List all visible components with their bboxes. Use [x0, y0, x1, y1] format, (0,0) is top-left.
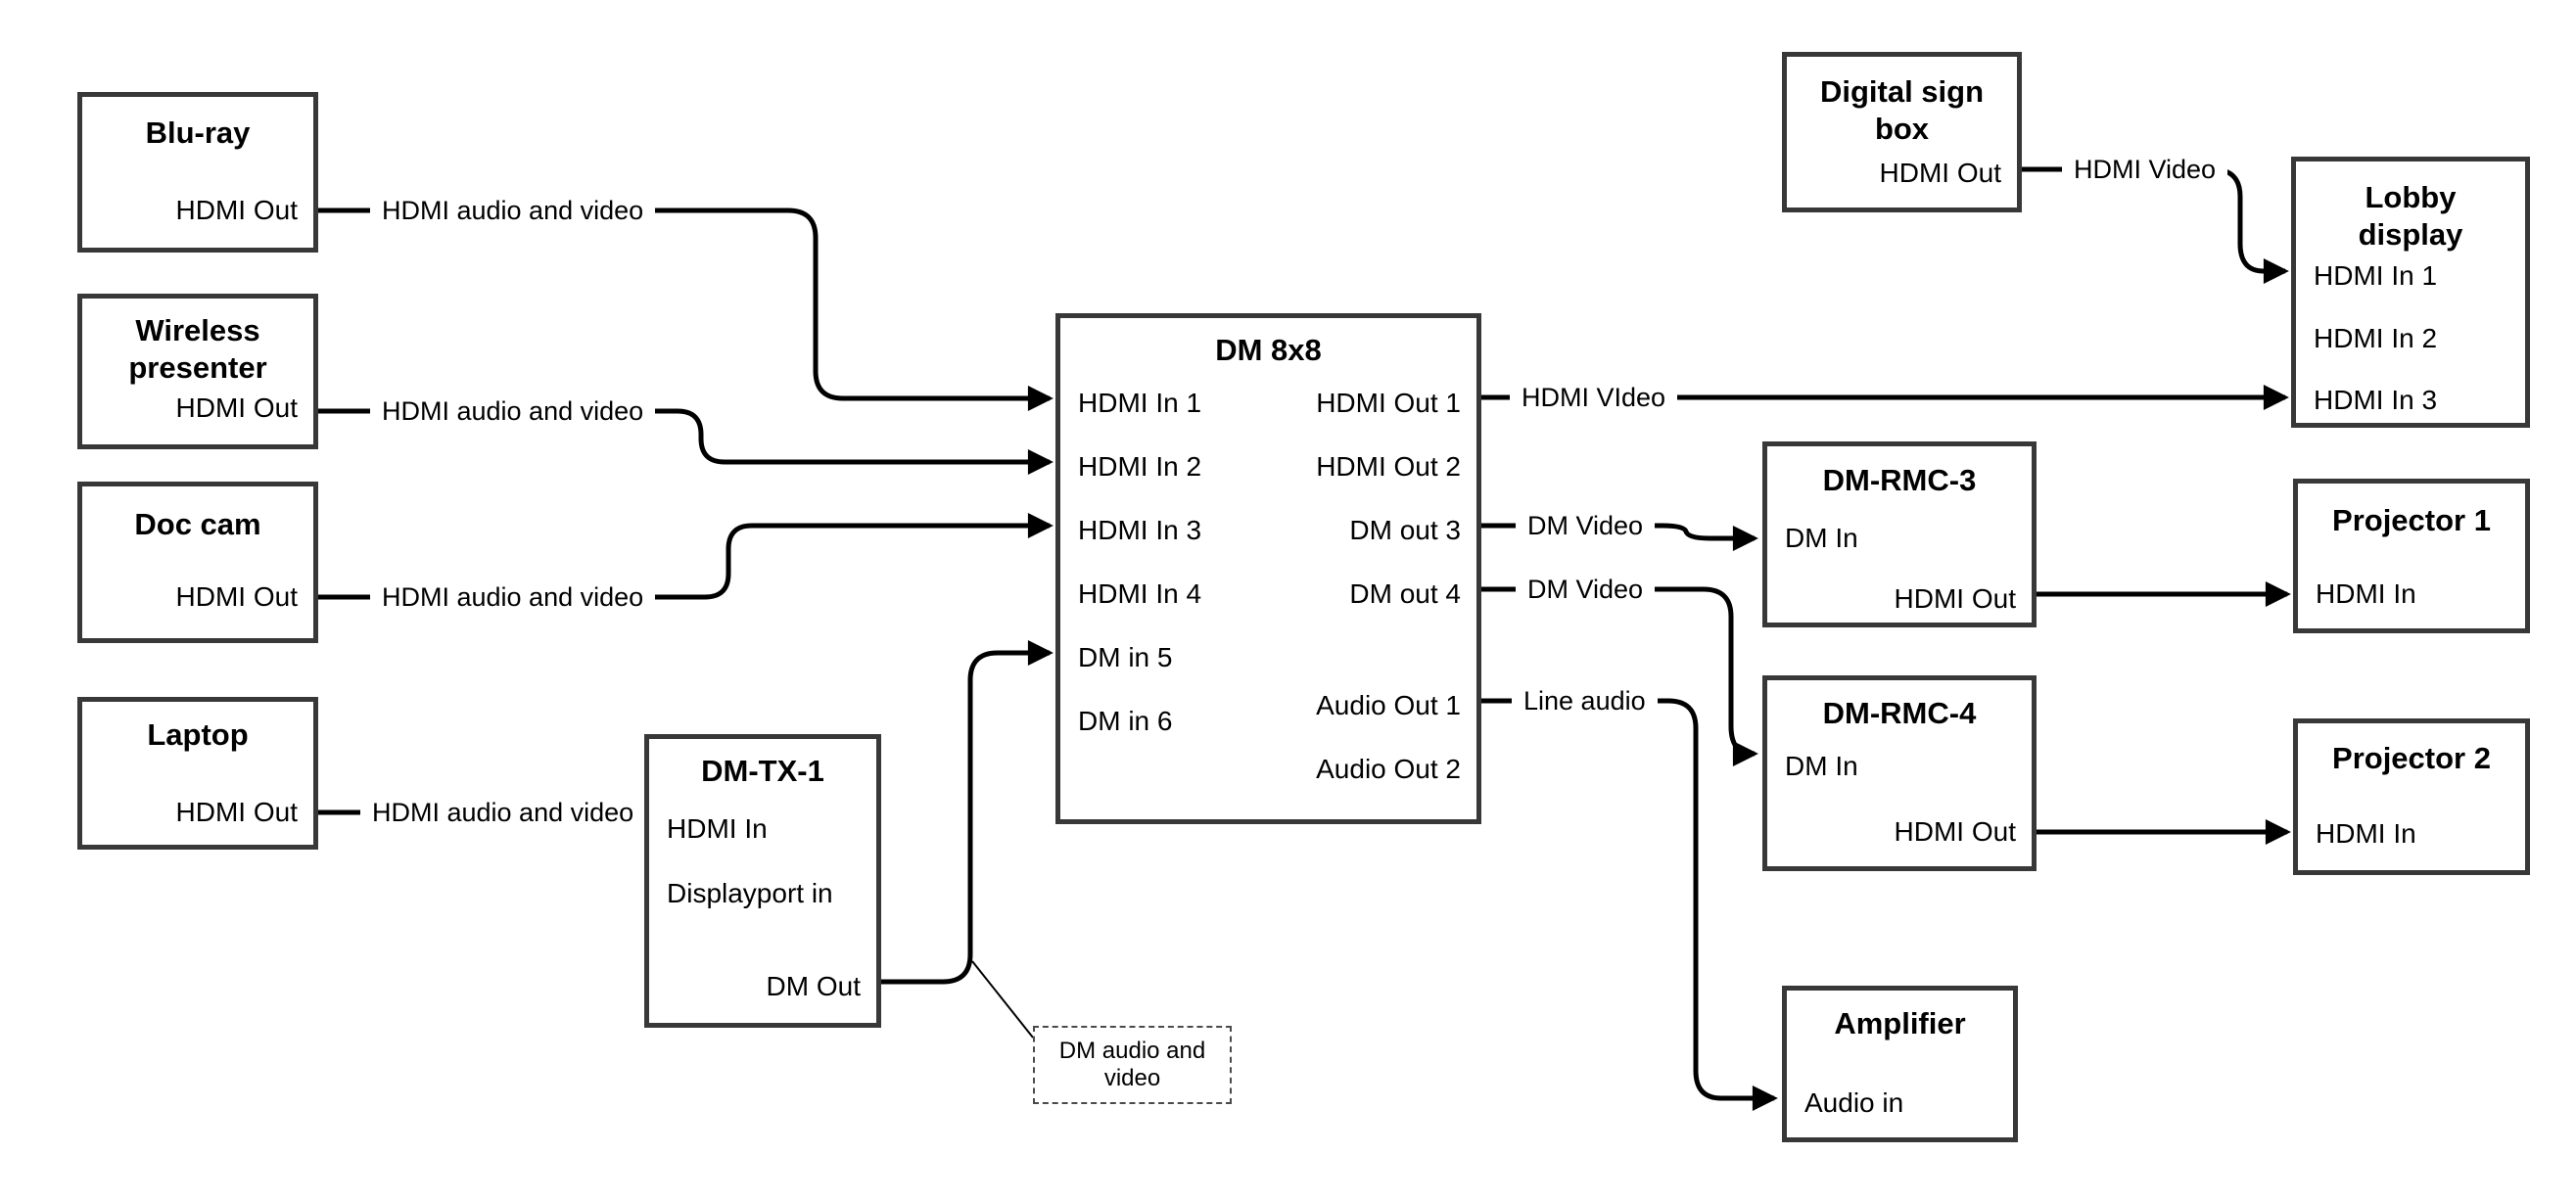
- wire-dm8x8-out4-to-rmc4: [1481, 586, 1758, 766]
- node-lobby-display-port-hdmi-in-2: HDMI In 2: [2314, 323, 2438, 353]
- node-dm-tx-1-port-hdmi-in: HDMI In: [667, 813, 768, 844]
- node-laptop: Laptop HDMI Out: [77, 697, 318, 850]
- node-dm-8x8: DM 8x8 HDMI In 1 HDMI In 2 HDMI In 3 HDM…: [1055, 313, 1481, 824]
- node-wireless-presenter: Wireless presenter HDMI Out: [77, 294, 318, 449]
- node-dm-tx-1-title: DM-TX-1: [701, 754, 824, 788]
- wire-doccam-to-dm8x8-in3: [318, 513, 1054, 600]
- node-digital-sign-box-port-hdmi-out: HDMI Out: [1879, 158, 2001, 188]
- wire-dmtx1-to-dm8x8-in5: [881, 640, 1054, 985]
- node-dm-rmc-3-port-dm-in: DM In: [1785, 523, 1858, 553]
- node-dm-8x8-port-hdmi-out-2: HDMI Out 2: [1316, 451, 1461, 482]
- node-projector-1-port-hdmi-in: HDMI In: [2316, 578, 2416, 609]
- node-lobby-display-port-hdmi-in-1: HDMI In 1: [2314, 260, 2438, 291]
- node-dm-8x8-port-hdmi-in-2: HDMI In 2: [1078, 451, 1202, 482]
- wire-label-bluray: HDMI audio and video: [370, 196, 656, 225]
- node-doc-cam-title: Doc cam: [134, 507, 261, 541]
- node-dm-8x8-title: DM 8x8: [1215, 333, 1322, 367]
- node-dm-rmc-3-title: DM-RMC-3: [1822, 463, 1977, 497]
- node-bluray-title: Blu-ray: [145, 115, 251, 150]
- node-projector-1-title: Projector 1: [2332, 503, 2491, 537]
- node-amplifier-port-audio-in: Audio in: [1804, 1087, 1904, 1118]
- node-bluray: Blu-ray HDMI Out: [77, 92, 318, 253]
- node-lobby-display-port-hdmi-in-3: HDMI In 3: [2314, 385, 2438, 415]
- wire-label-dm-video-4: DM Video: [1516, 575, 1656, 604]
- node-wireless-presenter-port-hdmi-out: HDMI Out: [175, 393, 298, 423]
- node-dm-tx-1-port-dm-out: DM Out: [766, 971, 861, 1001]
- wire-digitalsign-to-lobby-in1: [2022, 166, 2289, 284]
- node-dm-tx-1: DM-TX-1 HDMI In Displayport in DM Out: [644, 734, 881, 1028]
- node-doc-cam: Doc cam HDMI Out: [77, 482, 318, 643]
- wire-label-hdmi-video-sign: HDMI Video: [2062, 155, 2228, 184]
- wire-dm8x8-audio1-to-amp: [1481, 698, 1778, 1111]
- node-wireless-presenter-title: Wireless presenter: [128, 313, 267, 385]
- node-laptop-title: Laptop: [147, 717, 249, 752]
- wire-label-dm-video-3: DM Video: [1516, 511, 1656, 540]
- wire-wireless-to-dm8x8-in2: [318, 408, 1054, 475]
- node-projector-2-port-hdmi-in: HDMI In: [2316, 818, 2416, 849]
- node-projector-2: Projector 2 HDMI In: [2293, 718, 2530, 875]
- node-dm-8x8-port-hdmi-in-1: HDMI In 1: [1078, 388, 1202, 418]
- wire-label-doccam: HDMI audio and video: [370, 582, 656, 612]
- node-lobby-display: Lobby display HDMI In 1 HDMI In 2 HDMI I…: [2291, 157, 2530, 428]
- note-dm-audio-video: DM audio and video: [1033, 1026, 1232, 1104]
- node-dm-rmc-3: DM-RMC-3 DM In HDMI Out: [1762, 441, 2037, 627]
- node-lobby-display-title: Lobby display: [2358, 180, 2463, 252]
- node-dm-8x8-port-dm-out-3: DM out 3: [1349, 515, 1461, 545]
- node-dm-tx-1-port-displayport-in: Displayport in: [667, 878, 833, 908]
- node-dm-8x8-port-hdmi-in-3: HDMI In 3: [1078, 515, 1202, 545]
- node-dm-8x8-port-audio-out-2: Audio Out 2: [1316, 754, 1461, 784]
- wire-dm8x8-out3-to-rmc3: [1481, 523, 1758, 551]
- node-dm-8x8-port-dm-in-6: DM in 6: [1078, 706, 1173, 736]
- node-dm-rmc-4-port-dm-in: DM In: [1785, 751, 1858, 781]
- node-digital-sign-box-title: Digital sign box: [1819, 74, 1985, 146]
- node-amplifier-title: Amplifier: [1834, 1006, 1966, 1040]
- node-doc-cam-port-hdmi-out: HDMI Out: [175, 581, 298, 612]
- node-bluray-port-hdmi-out: HDMI Out: [175, 195, 298, 225]
- node-dm-8x8-port-hdmi-out-1: HDMI Out 1: [1316, 388, 1461, 418]
- note-callout-line: [971, 960, 1034, 1039]
- node-dm-rmc-4-title: DM-RMC-4: [1822, 696, 1977, 730]
- node-projector-2-title: Projector 2: [2332, 741, 2491, 775]
- wire-label-line-audio: Line audio: [1512, 686, 1658, 716]
- node-dm-8x8-port-dm-out-4: DM out 4: [1349, 578, 1461, 609]
- wire-label-laptop: HDMI audio and video: [360, 798, 646, 827]
- node-dm-rmc-4-port-hdmi-out: HDMI Out: [1894, 816, 2016, 847]
- node-projector-1: Projector 1 HDMI In: [2293, 479, 2530, 633]
- node-dm-rmc-3-port-hdmi-out: HDMI Out: [1894, 583, 2016, 614]
- node-dm-8x8-port-dm-in-5: DM in 5: [1078, 642, 1173, 672]
- node-dm-rmc-4: DM-RMC-4 DM In HDMI Out: [1762, 675, 2037, 871]
- wire-label-hdmi-video-out1: HDMI VIdeo: [1510, 383, 1678, 412]
- node-dm-8x8-port-hdmi-in-4: HDMI In 4: [1078, 578, 1202, 609]
- node-amplifier: Amplifier Audio in: [1782, 986, 2018, 1142]
- node-digital-sign-box: Digital sign box HDMI Out: [1782, 52, 2022, 212]
- node-dm-8x8-port-audio-out-1: Audio Out 1: [1316, 690, 1461, 720]
- node-laptop-port-hdmi-out: HDMI Out: [175, 797, 298, 827]
- wire-label-wireless: HDMI audio and video: [370, 396, 656, 426]
- wire-bluray-to-dm8x8-in1: [318, 208, 1054, 411]
